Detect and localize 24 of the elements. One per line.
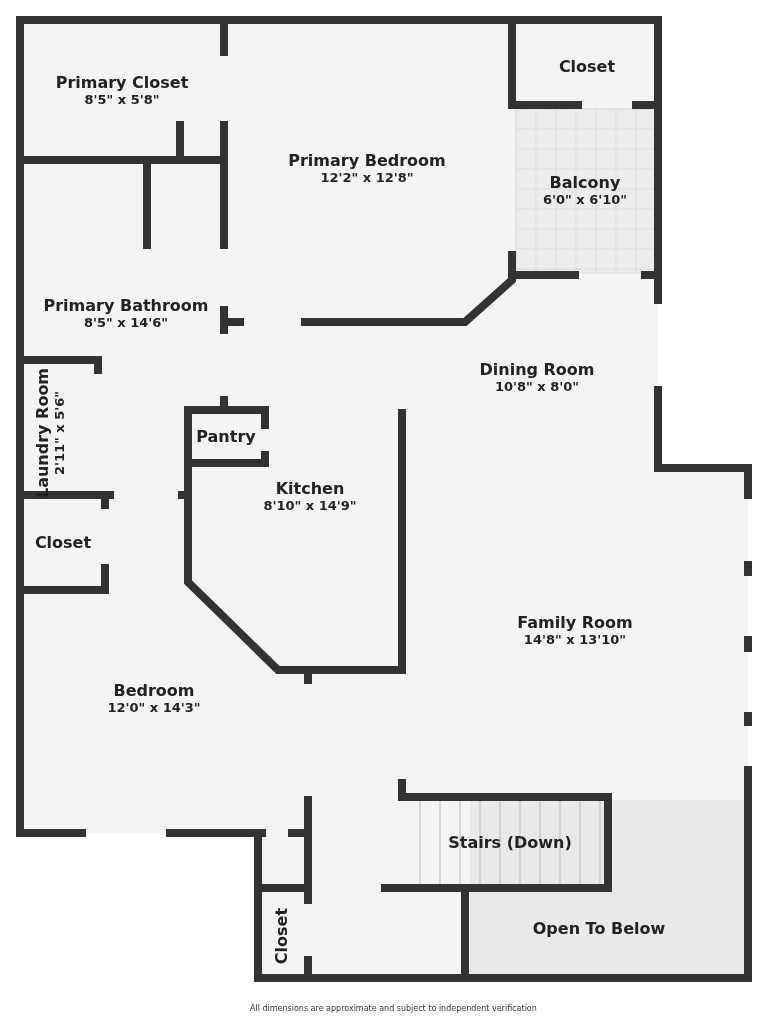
room-dimensions: 10'8" x 8'0" (493, 379, 581, 394)
room-dimensions: 8'5" x 14'6" (82, 315, 170, 330)
room-name: Family Room (517, 613, 633, 632)
room-name: Stairs (Down) (448, 832, 572, 852)
room-dimensions: 8'5" x 5'8" (83, 92, 161, 107)
room-name: Primary Bedroom (288, 151, 446, 170)
room-name: Open To Below (532, 918, 666, 938)
room-name: Closet (34, 532, 92, 552)
room-name: Balcony (548, 173, 622, 192)
room-dimensions: 12'2" x 12'8" (319, 170, 415, 185)
room-name: Primary Bathroom (43, 296, 209, 315)
room-dimensions: 8'10" x 14'9" (263, 498, 357, 513)
room-name: Primary Closet (55, 73, 189, 92)
room-dimensions: 14'8" x 13'10" (522, 632, 628, 647)
room-name: Pantry (196, 426, 256, 446)
room-name: Closet (558, 56, 616, 76)
room-dimensions: 6'0" x 6'10" (542, 192, 628, 207)
room-name: Dining Room (479, 360, 595, 379)
room-name: Bedroom (112, 681, 196, 700)
room-dimensions: 12'0" x 14'3" (107, 700, 201, 715)
room-name: Kitchen (274, 479, 346, 498)
disclaimer-note: All dimensions are approximate and subject to independent verification (250, 1004, 537, 1013)
room-name: Closet (271, 907, 291, 965)
room-dimensions: 2'11" x 5'6" (52, 389, 67, 478)
